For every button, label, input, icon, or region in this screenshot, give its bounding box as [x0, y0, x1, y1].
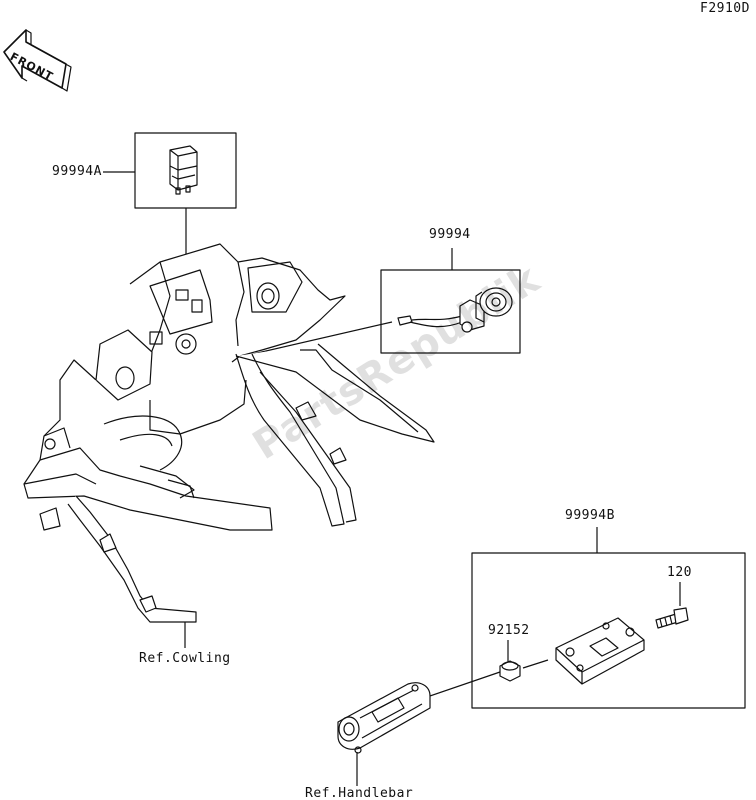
- socket-connector-line: [239, 321, 393, 358]
- ref-cowling-label: Ref.Cowling: [139, 651, 231, 666]
- socket-callout-box: [380, 269, 521, 354]
- cowling-stay-frame: [23, 243, 435, 623]
- mount-kit-callout-box: [471, 552, 746, 709]
- socket-icon: [397, 287, 513, 333]
- ref-handlebar-label: Ref.Handlebar: [305, 786, 414, 800]
- handlebar-riser-icon: [337, 682, 431, 754]
- collar-icon: [499, 660, 521, 682]
- bracket-icon: [555, 617, 645, 685]
- front-arrow-icon: [3, 29, 72, 92]
- bracket-connector-line: [522, 659, 549, 669]
- relay-icon: [169, 145, 198, 195]
- part-label-120: 120: [667, 565, 692, 580]
- part-label-99994a: 99994A: [52, 164, 102, 179]
- part-label-99994b: 99994B: [565, 508, 615, 523]
- part-label-99994: 99994: [429, 227, 471, 242]
- figure-code: F2910D: [700, 1, 750, 16]
- part-label-92152: 92152: [488, 623, 530, 638]
- bolt-icon: [655, 607, 689, 629]
